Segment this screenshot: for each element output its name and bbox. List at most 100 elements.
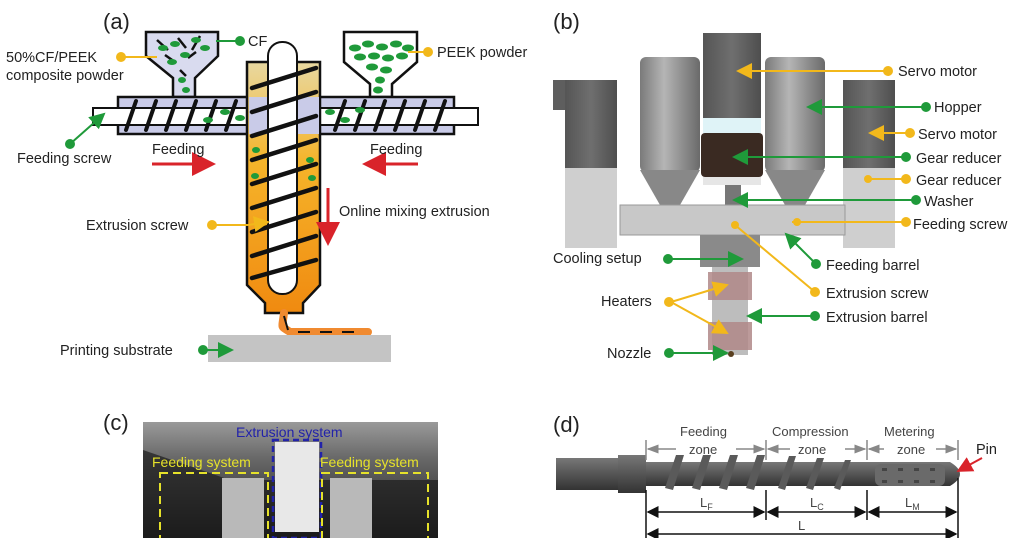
label-metering-zone-1: Metering (884, 424, 935, 439)
nozzle-tip (728, 351, 734, 357)
washer-ring (703, 118, 761, 133)
label-gear-reducer-2: Gear reducer (916, 173, 1002, 189)
left-gear-reducer (565, 168, 617, 248)
feeding-screw-flights (124, 99, 447, 132)
label-extrusion-system: Extrusion system (236, 424, 343, 440)
screw-collar (618, 455, 646, 493)
label-pin: Pin (976, 442, 997, 458)
label-servo-motor-1: Servo motor (898, 64, 977, 80)
dot-icon (810, 311, 820, 321)
screw-pins (875, 464, 945, 486)
label-servo-motor-2: Servo motor (918, 127, 997, 143)
dot-icon (423, 47, 433, 57)
left-hopper-photo (222, 478, 264, 538)
dot-icon (65, 139, 75, 149)
label-lf: LF (700, 495, 713, 512)
dot-icon (905, 128, 915, 138)
extruded-filament (278, 309, 372, 336)
dot-icon (921, 102, 931, 112)
cf-particles-left (158, 37, 210, 93)
panel-a-tag: (a) (103, 9, 130, 34)
panel-b-dots (663, 66, 931, 358)
label-compression-zone-2: zone (798, 442, 826, 457)
filament-fibers (283, 315, 354, 333)
dot-icon (663, 254, 673, 264)
label-extrusion-barrel: Extrusion barrel (826, 310, 928, 326)
panel-c-tag: (c) (103, 410, 129, 435)
label-printing-substrate: Printing substrate (60, 343, 173, 359)
mixing-particles (203, 107, 365, 181)
label-feeding-zone-1: Feeding (680, 424, 727, 439)
panel-b: (b) (553, 9, 1008, 362)
label-feeding-right: Feeding (370, 142, 422, 158)
cooling-setup-3d (700, 235, 760, 267)
screw-shank (556, 458, 618, 490)
printing-substrate (208, 335, 391, 362)
label-heaters: Heaters (601, 294, 652, 310)
center-servo-motor (703, 33, 761, 118)
label-online-mixing: Online mixing extrusion (339, 204, 490, 220)
peek-particles (349, 40, 414, 94)
leader-extrusion-screw (247, 216, 270, 232)
label-feeding-screw-b: Feeding screw (913, 217, 1008, 233)
dot-icon (901, 217, 911, 227)
panel-b-tag: (b) (553, 9, 580, 34)
dot-icon (116, 52, 126, 62)
extrusion-system-box (271, 438, 323, 538)
right-hopper-photo (330, 478, 372, 538)
dot-icon (731, 221, 739, 229)
lf-subscript: F (707, 502, 713, 512)
dot-icon (901, 174, 911, 184)
label-metering-zone-2: zone (897, 442, 925, 457)
dot-icon (864, 175, 872, 183)
dot-icon (664, 348, 674, 358)
label-l-total: L (798, 518, 805, 533)
label-feeding-screw: Feeding screw (17, 151, 112, 167)
lf-main: L (700, 495, 707, 510)
label-compression-zone-1: Compression (772, 424, 849, 439)
label-cf: CF (248, 34, 267, 50)
washer (725, 185, 741, 205)
feeding-system-box-left (159, 472, 269, 538)
dot-icon (664, 297, 674, 307)
label-composite-powder-1: 50%CF/PEEK (6, 50, 97, 66)
label-washer: Washer (924, 194, 974, 210)
panel-b-leaders (670, 63, 926, 361)
length-dimension-lines (645, 478, 959, 538)
label-feeding-zone-2: zone (689, 442, 717, 457)
lm-subscript: M (912, 502, 920, 512)
extrusion-screw-flights (249, 65, 319, 281)
panel-d-tag: (d) (553, 412, 580, 437)
feeding-barrel-3d (619, 204, 846, 236)
dot-icon (810, 287, 820, 297)
pin-arrow-icon (956, 457, 983, 472)
label-composite-powder-2: composite powder (6, 68, 124, 84)
panel-d: (d) (553, 412, 997, 538)
label-gear-reducer-1: Gear reducer (916, 151, 1002, 167)
heater-top (708, 272, 752, 300)
lm-main: L (905, 495, 912, 510)
extrusion-head-photo (275, 442, 319, 532)
dot-icon (911, 195, 921, 205)
label-feeding-system-right: Feeding system (320, 454, 419, 470)
right-servo-motor (843, 80, 895, 168)
leader-feeding-screw (69, 112, 106, 145)
left-servo-motor (565, 80, 617, 168)
label-lm: LM (905, 495, 920, 512)
label-lc: LC (810, 495, 824, 512)
dot-icon (198, 345, 208, 355)
left-hopper-3d (640, 57, 700, 172)
dot-icon (793, 218, 801, 226)
center-gear-reducer (701, 133, 763, 177)
panel-c: (c) Extrusion system Feeding system Feed… (103, 410, 438, 538)
label-cooling-setup: Cooling setup (553, 251, 642, 267)
dot-icon (811, 259, 821, 269)
label-extrusion-screw: Extrusion screw (86, 218, 189, 234)
panel-a: (a) (6, 9, 527, 362)
dot-icon (883, 66, 893, 76)
right-hopper-3d (765, 57, 825, 172)
lc-main: L (810, 495, 817, 510)
feeding-system-box-right (321, 472, 429, 538)
label-feeding-barrel: Feeding barrel (826, 258, 920, 274)
